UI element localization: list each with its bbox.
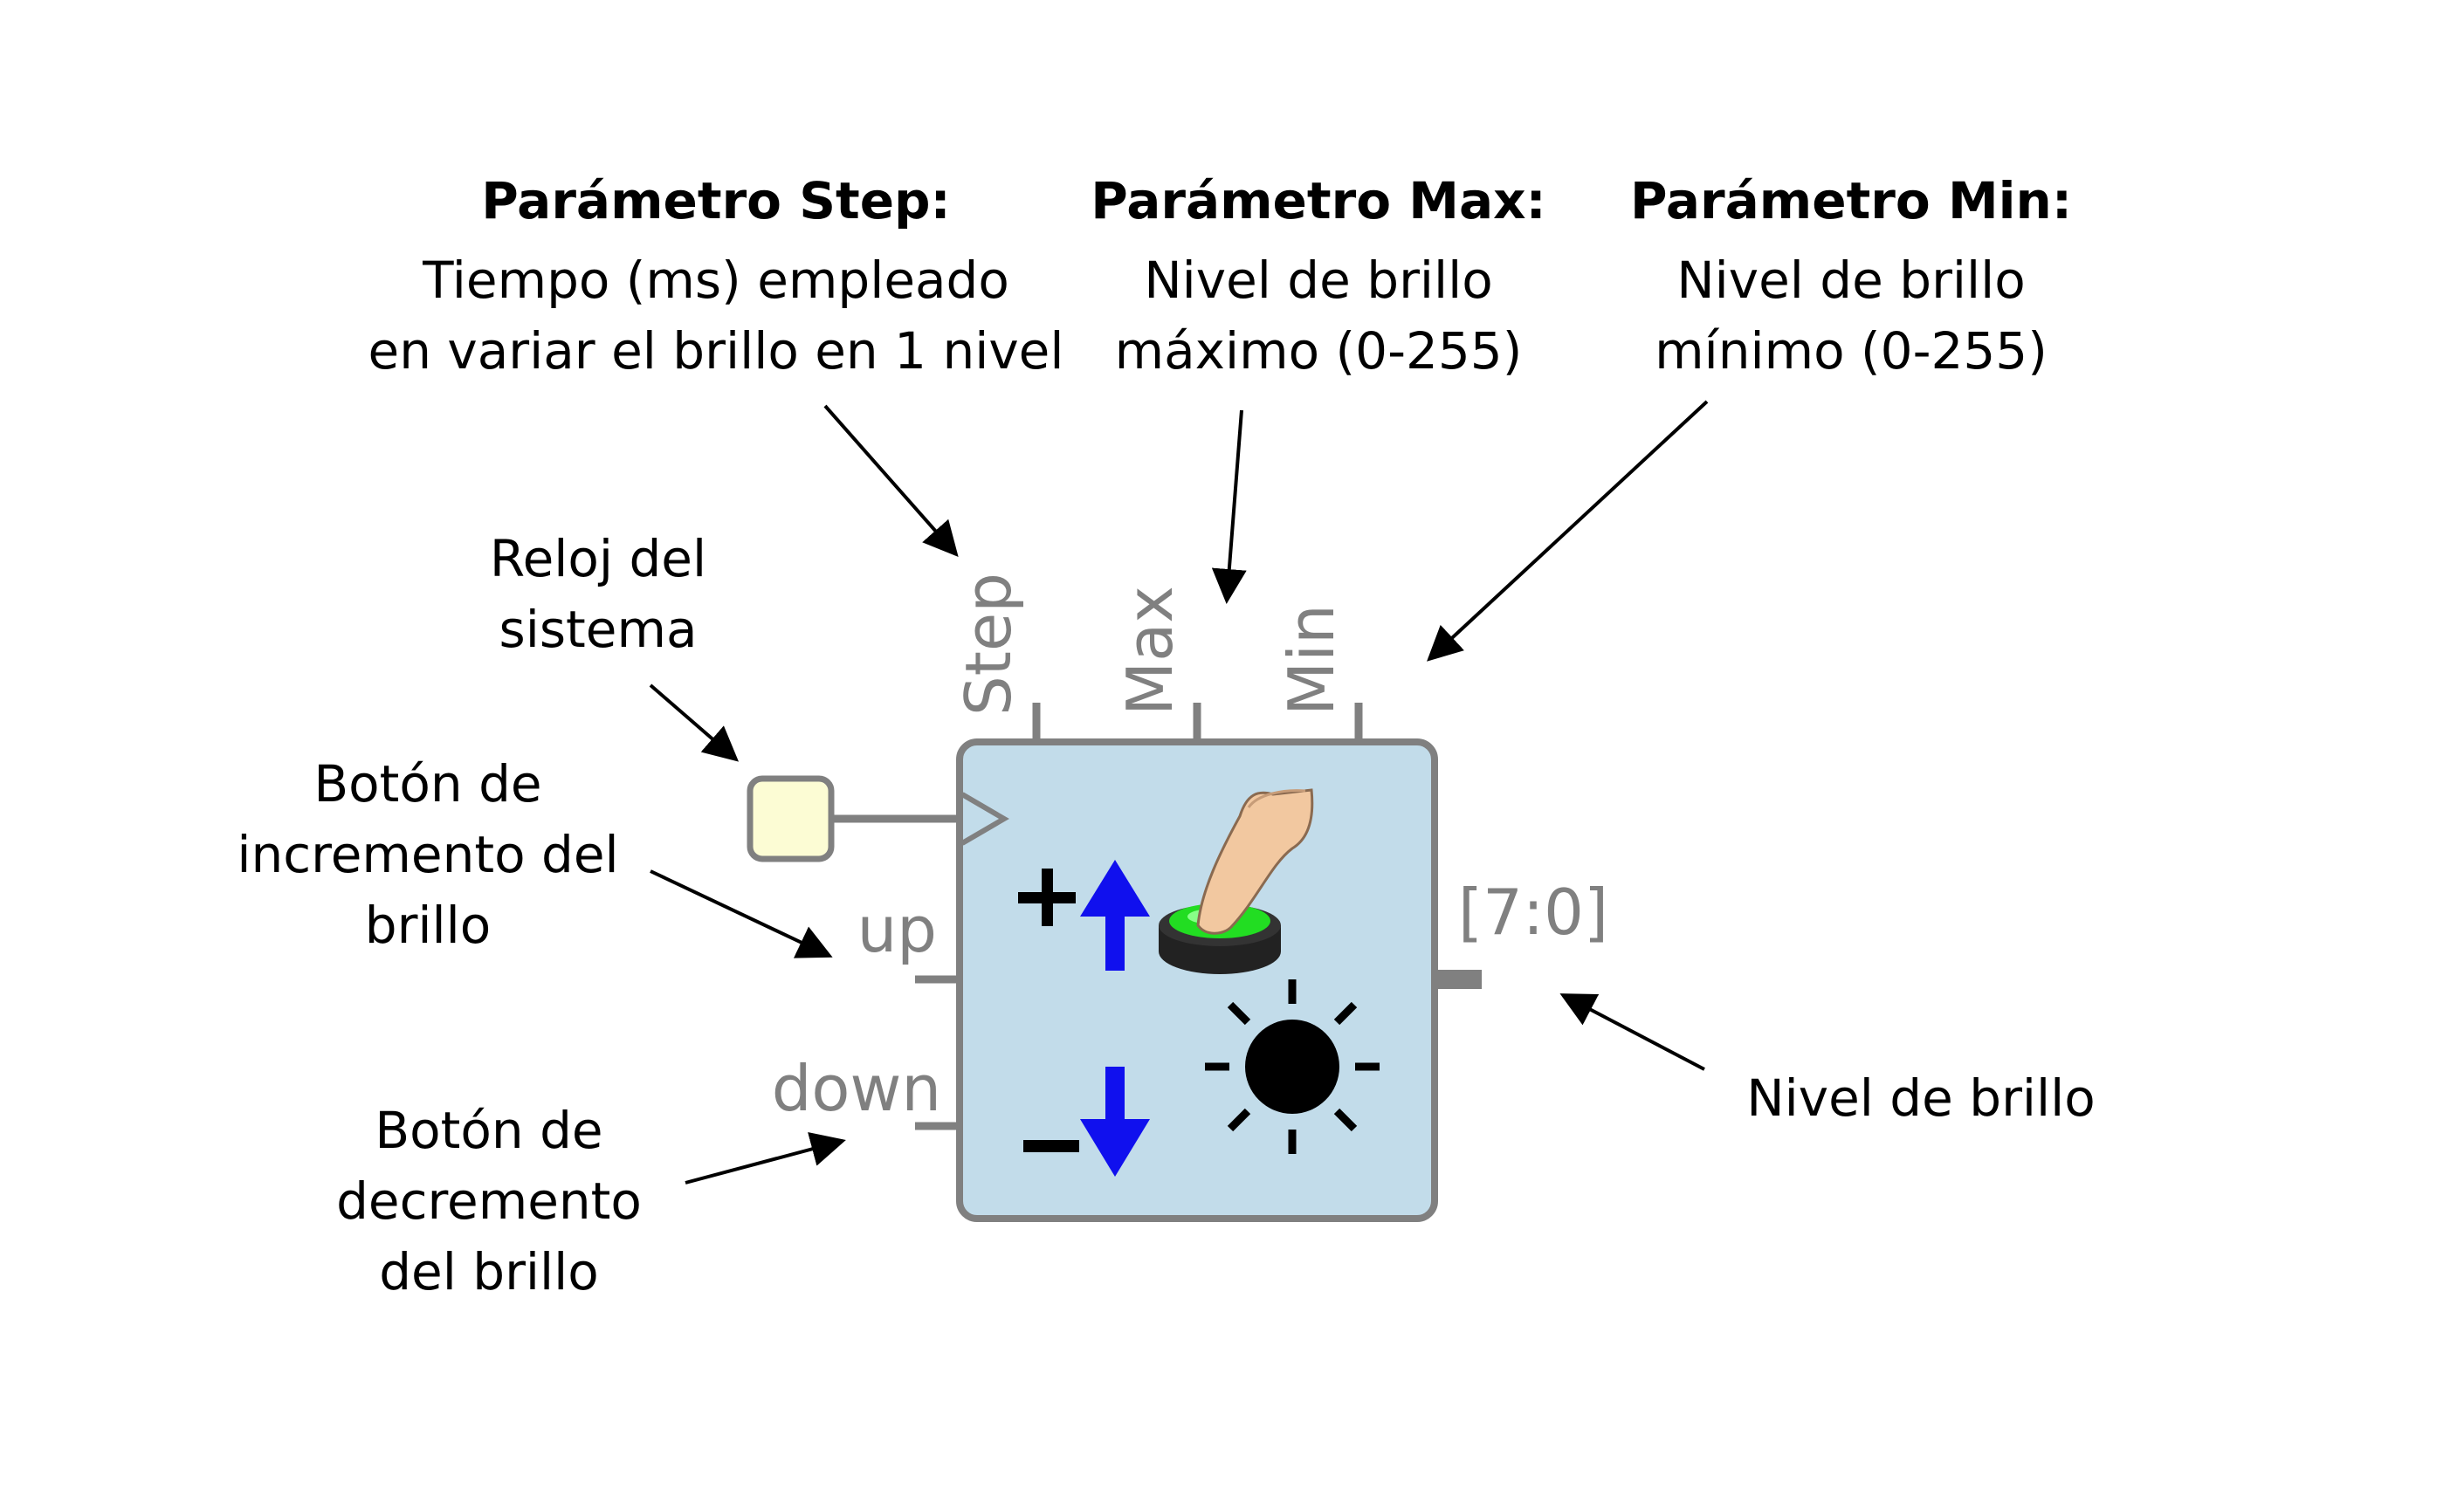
step-heading: Parámetro Step: xyxy=(481,171,951,230)
min-line-1: Nivel de brillo xyxy=(1676,251,2026,310)
clock-arrow xyxy=(649,683,740,762)
up-button-line-3: brillo xyxy=(364,896,492,955)
output-arrow xyxy=(1559,993,1705,1071)
clock-source xyxy=(747,775,835,862)
max-heading: Parámetro Max: xyxy=(1091,171,1546,230)
max-arrow xyxy=(1211,409,1247,604)
clock-line-1: Reloj del xyxy=(489,529,707,588)
max-line-1: Nivel de brillo xyxy=(1144,251,1493,310)
port-label-up: up xyxy=(857,893,937,966)
output-annotation: Nivel de brillo xyxy=(1685,1063,2157,1134)
step-line-2: en variar el brillo en 1 nivel xyxy=(368,321,1064,381)
port-label-max: Max xyxy=(1113,586,1187,716)
up-button-annotation: Botón de incremento del brillo xyxy=(210,749,646,961)
min-heading: Parámetro Min: xyxy=(1629,171,2073,230)
down-button-line-1: Botón de xyxy=(375,1101,603,1160)
step-annotation: Parámetro Step: Tiempo (ms) empleado en … xyxy=(349,166,1083,387)
port-label-output: [7:0] xyxy=(1458,876,1608,949)
push-button-icon xyxy=(1159,788,1314,974)
sun-icon xyxy=(1205,979,1380,1154)
clock-line-2: sistema xyxy=(499,600,698,659)
minus-icon xyxy=(1023,1140,1079,1152)
min-annotation: Parámetro Min: Nivel de brillo mínimo (0… xyxy=(1580,166,2122,387)
down-button-annotation: Botón de decremento del brillo xyxy=(271,1095,707,1308)
max-line-2: máximo (0-255) xyxy=(1114,321,1523,381)
plus-icon xyxy=(1018,869,1076,926)
up-button-line-1: Botón de xyxy=(313,754,542,814)
down-button-line-3: del brillo xyxy=(379,1242,599,1301)
max-annotation: Parámetro Max: Nivel de brillo máximo (0… xyxy=(1048,166,1589,387)
output-line-1: Nivel de brillo xyxy=(1746,1068,2096,1128)
down-button-line-2: decremento xyxy=(336,1171,642,1231)
up-button-line-2: incremento del xyxy=(237,825,619,884)
up-arrow-icon xyxy=(1080,860,1150,971)
min-line-2: mínimo (0-255) xyxy=(1655,321,2048,381)
down-arrow-icon xyxy=(1080,1067,1150,1177)
min-arrow xyxy=(1427,400,1709,662)
up-arrow xyxy=(650,869,833,958)
clock-triangle xyxy=(960,792,1009,846)
port-label-down: down xyxy=(772,1052,941,1125)
step-line-1: Tiempo (ms) empleado xyxy=(423,251,1009,310)
port-label-min: Min xyxy=(1275,604,1348,716)
down-arrow xyxy=(685,1131,846,1185)
port-label-step: Step xyxy=(952,573,1025,716)
clock-annotation: Reloj del sistema xyxy=(402,524,795,665)
step-arrow xyxy=(823,404,959,557)
